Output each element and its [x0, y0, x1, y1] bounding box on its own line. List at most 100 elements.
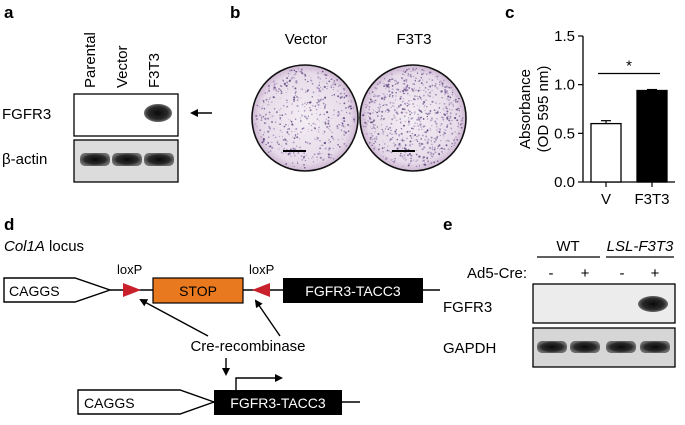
stain-dot: [425, 91, 427, 93]
stain-dot: [397, 69, 399, 72]
stain-dot: [402, 90, 405, 92]
stain-dot: [315, 130, 317, 132]
stain-dot: [285, 142, 288, 145]
stain-dot: [404, 74, 406, 76]
stain-dot: [311, 104, 314, 107]
stain-dot: [374, 137, 377, 140]
stain-dot: [295, 80, 298, 83]
stain-dot: [280, 92, 283, 95]
stain-dot: [320, 86, 322, 88]
stain-dot: [325, 74, 328, 76]
stain-dot: [353, 120, 356, 123]
stain-dot: [447, 99, 450, 102]
stain-dot: [311, 157, 313, 159]
stain-dot: [376, 111, 379, 114]
stain-dot: [420, 138, 423, 140]
stain-dot: [292, 151, 294, 153]
stain-dot: [336, 101, 338, 103]
stain-dot: [428, 78, 430, 80]
stain-dot: [303, 164, 305, 166]
stain-dot: [434, 147, 436, 149]
stain-dot: [286, 101, 288, 104]
stain-dot: [295, 94, 297, 97]
stain-dot: [413, 83, 416, 86]
stain-dot: [434, 84, 437, 87]
stain-dot: [394, 160, 396, 162]
stain-dot: [289, 154, 292, 156]
stain-dot: [394, 79, 397, 82]
stain-dot: [409, 75, 413, 78]
stain-dot: [392, 159, 394, 161]
fgfr3-tacc3-label-recombined: FGFR3-TACC3: [230, 395, 326, 411]
stain-dot: [405, 111, 408, 114]
stain-dot: [333, 139, 335, 141]
stain-dot: [311, 96, 313, 98]
stain-dot: [301, 88, 303, 90]
stain-dot: [364, 114, 366, 116]
stain-dot: [318, 129, 319, 131]
stain-dot: [333, 158, 335, 160]
stain-dot: [390, 122, 393, 125]
stain-dot: [399, 97, 402, 100]
stain-dot: [431, 125, 433, 127]
stain-dot: [416, 138, 418, 141]
bar: [590, 122, 622, 183]
stain-dot: [341, 122, 343, 124]
stain-dot: [262, 93, 263, 95]
stain-dot: [285, 163, 288, 165]
stain-dot: [379, 105, 382, 108]
stain-dot: [454, 116, 457, 120]
stain-dot: [324, 96, 327, 99]
stain-dot: [267, 142, 270, 144]
stain-dot: [427, 94, 430, 97]
stain-dot: [404, 109, 406, 111]
stain-dot: [274, 121, 277, 123]
stain-dot: [403, 72, 405, 73]
stain-dot: [409, 113, 411, 116]
stain-dot: [385, 111, 386, 113]
stain-dot: [451, 109, 453, 111]
stain-dot: [446, 112, 448, 115]
stain-dot: [323, 130, 325, 132]
stain-dot: [348, 112, 351, 115]
stain-dot: [430, 103, 432, 106]
stain-dot: [296, 145, 298, 147]
stain-dot: [413, 106, 415, 108]
stain-dot: [424, 105, 426, 107]
stain-dot: [451, 128, 452, 130]
stain-dot: [322, 152, 324, 154]
stain-dots-vector: [254, 68, 356, 169]
stain-dot: [372, 126, 375, 128]
stain-dot: [297, 152, 299, 154]
stain-dot: [324, 131, 326, 133]
stain-dot: [433, 161, 436, 164]
stain-dot: [268, 136, 270, 138]
stain-dot: [310, 129, 313, 132]
stain-dot: [289, 152, 292, 154]
stain-dot: [349, 95, 351, 97]
stain-dot: [272, 134, 275, 136]
stain-dot: [425, 99, 427, 101]
stain-dot: [321, 70, 324, 73]
stain-dot: [273, 128, 275, 130]
stain-dot: [283, 82, 286, 85]
stain-dot: [401, 77, 404, 80]
stain-dot: [417, 81, 419, 83]
stain-dot: [276, 142, 279, 144]
stain-dot: [402, 73, 404, 75]
panel-a-label: a: [4, 3, 14, 22]
stain-dot: [369, 118, 372, 121]
stain-dot: [297, 68, 300, 70]
stain-dot: [373, 147, 376, 150]
stain-dot: [452, 100, 454, 102]
stain-dot: [393, 145, 395, 147]
stain-dot: [304, 76, 306, 78]
stain-dot: [414, 80, 416, 82]
stain-dot: [415, 160, 417, 162]
stain-dot: [263, 101, 265, 104]
stain-dot: [449, 102, 451, 105]
stain-dot: [296, 83, 298, 85]
stain-dot: [377, 107, 379, 109]
stain-dot: [367, 120, 369, 122]
row-label-fgfr3: FGFR3: [2, 106, 51, 123]
